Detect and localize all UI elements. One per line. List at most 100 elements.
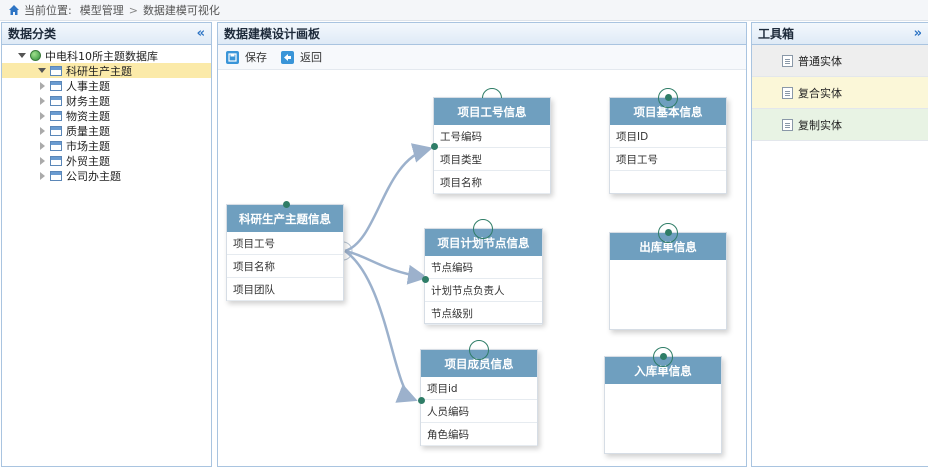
tree-item-label: 科研生产主题 — [66, 64, 132, 78]
anchor-dot[interactable] — [665, 229, 672, 236]
breadcrumb-label: 当前位置: — [24, 4, 72, 17]
link-to-member[interactable] — [344, 249, 418, 403]
breadcrumb: 当前位置: 模型管理 > 数据建模可视化 — [0, 0, 928, 21]
home-icon — [9, 5, 19, 15]
tree-item-foreign-trade[interactable]: 外贸主题 — [2, 153, 211, 168]
entity-field: 项目名称 — [227, 255, 343, 278]
tree-item-label: 财务主题 — [66, 94, 110, 108]
entity-field: 节点编码 — [425, 256, 542, 279]
data-category-title: 数据分类 — [8, 27, 57, 41]
breadcrumb-item-visualization: 数据建模可视化 — [142, 4, 220, 17]
entity-field: 项目名称 — [434, 171, 550, 194]
entity-title: 项目计划节点信息 — [425, 229, 542, 256]
back-label: 返回 — [300, 51, 322, 64]
collapsed-arrow-icon[interactable] — [38, 171, 46, 180]
toolbox-header: 工具箱 » — [752, 23, 928, 45]
tree-root-label: 中电科10所主题数据库 — [45, 49, 158, 63]
tree-item-label: 物资主题 — [66, 109, 110, 123]
entity-field: 项目ID — [610, 125, 726, 148]
collapsed-arrow-icon[interactable] — [38, 126, 46, 135]
topic-icon — [50, 155, 62, 166]
tree-root[interactable]: 中电科10所主题数据库 — [2, 48, 211, 63]
entity-field: 项目工号 — [610, 148, 726, 171]
anchor-dot[interactable] — [422, 276, 429, 283]
design-panel: 数据建模设计画板 保存 返回 — [217, 22, 747, 467]
tree-item-hr[interactable]: 人事主题 — [2, 78, 211, 93]
entity-title: 科研生产主题信息 — [227, 205, 343, 232]
breadcrumb-separator: > — [128, 3, 138, 17]
tool-label: 普通实体 — [798, 54, 842, 68]
anchor-ring[interactable] — [658, 88, 678, 108]
tree-item-label: 公司办主题 — [66, 169, 121, 183]
entity-field: 人员编码 — [421, 400, 537, 423]
tool-copy-entity[interactable]: 复制实体 — [752, 109, 928, 141]
topic-icon — [50, 95, 62, 106]
document-icon — [782, 54, 793, 67]
anchor-ring[interactable] — [469, 340, 489, 360]
anchor-ring[interactable] — [658, 223, 678, 243]
entity-research-topic[interactable]: 科研生产主题信息 项目工号 项目名称 项目团队 — [226, 201, 344, 301]
topic-icon — [50, 80, 62, 91]
save-icon — [226, 50, 239, 64]
expand-arrow-icon[interactable] — [38, 67, 46, 75]
tree-item-label: 质量主题 — [66, 124, 110, 138]
back-button[interactable]: 返回 — [281, 49, 322, 65]
entity-field: 项目类型 — [434, 148, 550, 171]
entity-field: 项目工号 — [227, 232, 343, 255]
entity-project-basic[interactable]: 项目基本信息 项目ID 项目工号 — [609, 88, 727, 194]
tool-composite-entity[interactable]: 复合实体 — [752, 77, 928, 109]
collapsed-arrow-icon[interactable] — [38, 96, 46, 105]
collapsed-arrow-icon[interactable] — [38, 156, 46, 165]
data-category-panel: 数据分类 « 中电科10所主题数据库 科研生产主题 人事主题 财务主题 物资主题 — [1, 22, 212, 467]
design-panel-title: 数据建模设计画板 — [224, 27, 321, 41]
entity-field: 节点级别 — [425, 302, 542, 325]
link-to-plan-node[interactable] — [344, 249, 428, 285]
topic-icon — [50, 110, 62, 121]
tree-item-office[interactable]: 公司办主题 — [2, 168, 211, 183]
anchor-dot[interactable] — [283, 201, 290, 208]
expand-arrow-icon[interactable] — [18, 52, 26, 60]
anchor-dot[interactable] — [431, 143, 438, 150]
anchor-ring[interactable] — [653, 347, 673, 367]
collapse-right-button[interactable]: » — [913, 26, 922, 41]
collapsed-arrow-icon[interactable] — [38, 111, 46, 120]
topic-icon — [50, 140, 62, 151]
entity-member[interactable]: 项目成员信息 项目id 人员编码 角色编码 — [418, 340, 538, 446]
document-icon — [782, 118, 793, 131]
collapsed-arrow-icon[interactable] — [38, 141, 46, 150]
design-panel-header: 数据建模设计画板 — [218, 23, 746, 45]
entity-field: 角色编码 — [421, 423, 537, 446]
anchor-dot[interactable] — [665, 94, 672, 101]
design-toolbar: 保存 返回 — [218, 45, 746, 70]
toolbox-title: 工具箱 — [758, 27, 795, 41]
tool-label: 复制实体 — [798, 118, 842, 132]
design-canvas[interactable]: 科研生产主题信息 项目工号 项目名称 项目团队 项目工号信息 工号编码 项目类型… — [218, 71, 746, 466]
tool-normal-entity[interactable]: 普通实体 — [752, 45, 928, 77]
tree-item-quality[interactable]: 质量主题 — [2, 123, 211, 138]
entity-plan-node[interactable]: 项目计划节点信息 节点编码 计划节点负责人 节点级别 — [422, 219, 543, 325]
entity-field: 计划节点负责人 — [425, 279, 542, 302]
entity-field — [610, 171, 726, 194]
entity-title: 项目工号信息 — [434, 98, 550, 125]
tree-item-materials[interactable]: 物资主题 — [2, 108, 211, 123]
tree-item-research[interactable]: 科研生产主题 — [2, 63, 211, 78]
save-button[interactable]: 保存 — [226, 49, 267, 65]
entity-outbound[interactable]: 出库单信息 — [609, 223, 727, 330]
collapse-left-button[interactable]: « — [196, 26, 205, 41]
entity-inbound[interactable]: 入库单信息 — [604, 347, 722, 454]
anchor-dot[interactable] — [418, 397, 425, 404]
tree-item-label: 外贸主题 — [66, 154, 110, 168]
tree-item-label: 市场主题 — [66, 139, 110, 153]
tool-label: 复合实体 — [798, 86, 842, 100]
tree-item-finance[interactable]: 财务主题 — [2, 93, 211, 108]
entity-project-no[interactable]: 项目工号信息 工号编码 项目类型 项目名称 — [431, 88, 551, 194]
anchor-dot[interactable] — [660, 353, 667, 360]
tree-item-market[interactable]: 市场主题 — [2, 138, 211, 153]
breadcrumb-item-model-manage[interactable]: 模型管理 — [79, 4, 124, 17]
category-tree: 中电科10所主题数据库 科研生产主题 人事主题 财务主题 物资主题 质量主题 — [2, 45, 211, 183]
collapsed-arrow-icon[interactable] — [38, 81, 46, 90]
toolbox-panel: 工具箱 » 普通实体 复合实体 复制实体 — [751, 22, 928, 467]
save-label: 保存 — [245, 51, 267, 64]
anchor-ring[interactable] — [473, 219, 493, 239]
link-to-project-no[interactable] — [344, 143, 433, 253]
